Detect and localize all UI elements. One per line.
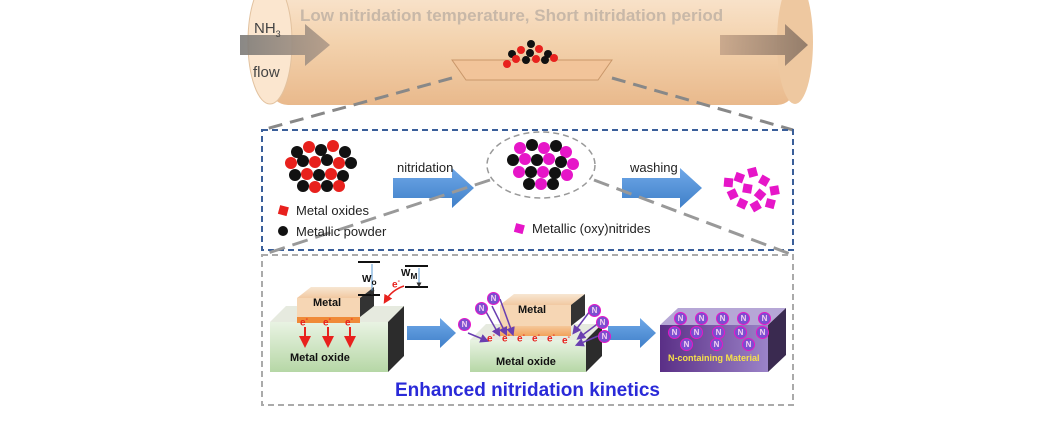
legend-nitride-marker (513, 223, 525, 235)
nh3-label: NH3 (254, 20, 281, 39)
block-metal-on-oxide (270, 287, 404, 372)
washing-label: washing (630, 160, 678, 175)
electron-label: e- (517, 332, 525, 345)
legend-oxide-marker (277, 205, 289, 217)
electron-label: e- (300, 316, 308, 329)
mechanism-arrow-1 (407, 318, 456, 348)
nitridation-label: nitridation (397, 160, 454, 175)
metal-label-2: Metal (518, 304, 547, 316)
work-function-metal-label: WM (401, 268, 418, 281)
electron-label: e- (547, 332, 555, 345)
kinetics-caption: Enhanced nitridation kinetics (395, 380, 660, 401)
electron-label: e- (392, 278, 400, 291)
washed-nitride-particles (723, 166, 780, 213)
process-box (261, 129, 794, 251)
metal-label-1: Metal (313, 297, 342, 309)
electron-label: e- (532, 332, 540, 345)
legend-nitrides-label: Metallic (oxy)nitrides (532, 221, 651, 236)
sample-boat (451, 40, 613, 81)
n-material-label: N-containing Material (668, 353, 760, 363)
zoom-lines-top (261, 76, 794, 132)
tube-title: Low nitridation temperature, Short nitri… (300, 6, 724, 25)
mechanism-box (261, 254, 794, 406)
electron-label: e- (323, 316, 331, 329)
electron-label: e- (502, 332, 510, 345)
flow-label: flow (253, 64, 280, 81)
block-nitriding (467, 294, 602, 372)
legend-oxides-label: Metal oxides (296, 203, 369, 218)
legend-powder-label: Metallic powder (296, 224, 387, 239)
legend-powder-marker (278, 226, 288, 236)
nitridation-arrow (393, 168, 474, 208)
work-function-diagram (358, 261, 428, 304)
mechanism-arrow-2 (608, 318, 656, 348)
gas-flow-arrows (240, 24, 808, 66)
zoom-lines-bottom (261, 178, 794, 257)
raw-particle-cluster (285, 140, 357, 193)
electron-label: e- (345, 316, 353, 329)
metal-oxide-label-1: Metal oxide (290, 352, 350, 364)
nitrided-cluster (486, 131, 596, 199)
work-function-oxide-label: Wo (362, 274, 377, 287)
metal-oxide-label-2: Metal oxide (496, 356, 556, 368)
electron-label: e- (562, 334, 570, 347)
electron-label: e- (487, 332, 495, 345)
